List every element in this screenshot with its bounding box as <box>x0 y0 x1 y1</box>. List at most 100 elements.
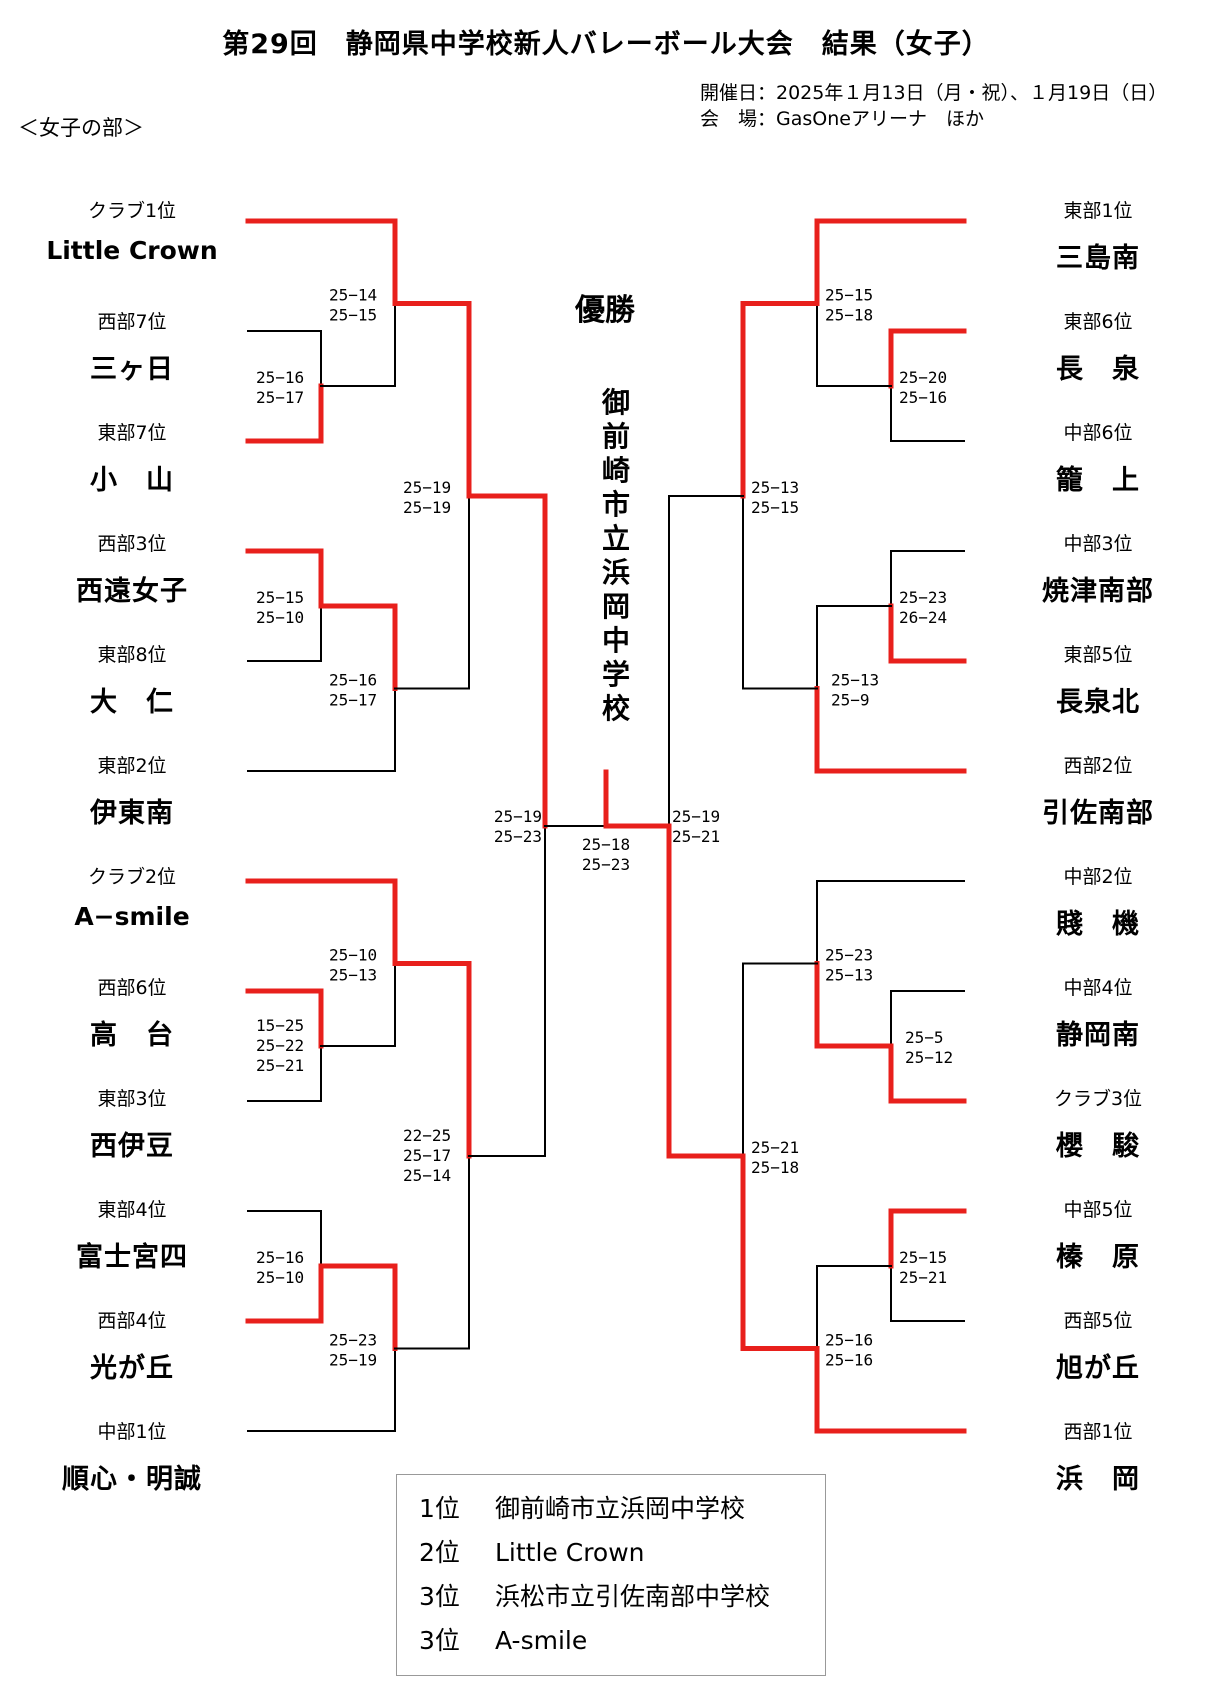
match-score: 25−16 <box>825 1331 873 1350</box>
left-team-seed: 東部4位 <box>97 1199 167 1221</box>
left-team-name: Little Crown <box>46 236 218 265</box>
match-score: 25−20 <box>899 368 947 387</box>
match-score: 25−15 <box>899 1248 947 1267</box>
match-score: 25−18 <box>751 1158 799 1177</box>
match-score: 25−17 <box>256 388 304 407</box>
right-team-seed: 東部1位 <box>1063 200 1133 222</box>
right-qf1-loser-line <box>742 495 818 690</box>
match-score: 25−14 <box>329 286 377 305</box>
right-sf-loser-line <box>668 495 744 827</box>
left-r1a-winner-line <box>245 383 324 444</box>
left-r1d-loser-line <box>247 1210 322 1267</box>
event-date: 開催日：2025年１月13日（月・祝）、１月19日（日） <box>700 82 1168 104</box>
right-r1c-loser-line <box>890 990 965 1047</box>
right-team-name: 長泉北 <box>1056 687 1140 718</box>
match-score: 25−23 <box>582 855 630 874</box>
right-team-seed: クラブ3位 <box>1053 1088 1143 1110</box>
page-title: 第29回 静岡県中学校新人バレーボール大会 結果（女子） <box>222 29 990 60</box>
right-qf1-winner-line <box>740 301 820 499</box>
right-qf2-winner-line <box>740 1153 820 1351</box>
standing-rank: 3位 <box>419 1626 460 1655</box>
match-score: 25−15 <box>329 306 377 325</box>
right-team-name: 長 泉 <box>1056 354 1140 385</box>
left-r2d-loser-line <box>320 1347 396 1432</box>
right-team-name: 賤 機 <box>1056 909 1140 940</box>
match-score: 25−17 <box>403 1146 451 1165</box>
section-label: ＜女子の部＞ <box>18 116 144 140</box>
right-team-seed: 中部2位 <box>1063 866 1133 888</box>
match-score: 25−5 <box>905 1028 944 1047</box>
left-team-seed: 東部8位 <box>97 644 167 666</box>
right-r2a-loser-line <box>816 302 892 387</box>
standing-rank: 2位 <box>419 1538 460 1567</box>
left-qf1-winner-line <box>392 301 472 499</box>
right-team-seed: 西部5位 <box>1063 1310 1133 1332</box>
right-qf2-loser-line <box>742 962 818 1157</box>
event-venue: 会 場：GasOneアリーナ ほか <box>700 108 984 130</box>
left-r2c-winner-line <box>318 878 398 966</box>
match-score: 25−18 <box>582 835 630 854</box>
right-r1c-winner-line <box>888 1043 967 1104</box>
match-score: 25−13 <box>825 966 873 985</box>
left-r1b-winner-line <box>245 548 324 609</box>
right-r1a-winner-line <box>888 328 967 389</box>
left-r2b-loser-line <box>320 687 396 772</box>
left-team-name: A−smile <box>74 902 190 931</box>
left-sf-loser-line <box>468 825 546 1157</box>
right-r2d-winner-line <box>814 1346 894 1434</box>
left-qf1-loser-line <box>394 495 470 690</box>
match-score: 25−16 <box>825 1351 873 1370</box>
right-r1b-loser-line <box>890 550 965 607</box>
standing-rank: 1位 <box>419 1494 460 1523</box>
right-team-name: 浜 岡 <box>1056 1464 1140 1495</box>
left-team-seed: 東部7位 <box>97 422 167 444</box>
match-score: 25−19 <box>403 478 451 497</box>
left-r1c-loser-line <box>247 1045 322 1102</box>
left-team-seed: クラブ2位 <box>87 866 177 888</box>
left-r2a-loser-line <box>320 302 396 387</box>
left-team-name: 高 台 <box>90 1020 174 1051</box>
left-r2c-loser-line <box>320 962 396 1047</box>
match-score: 25−19 <box>672 807 720 826</box>
left-r1a-loser-line <box>247 330 322 387</box>
standing-team: 浜松市立引佐南部中学校 <box>495 1582 771 1611</box>
left-team-seed: 東部2位 <box>97 755 167 777</box>
match-score: 25−21 <box>899 1268 947 1287</box>
match-score: 25−18 <box>825 306 873 325</box>
match-score: 25−10 <box>256 1268 304 1287</box>
left-team-seed: クラブ1位 <box>87 200 177 222</box>
match-score: 25−19 <box>403 498 451 517</box>
match-score: 25−17 <box>329 691 377 710</box>
match-score: 25−23 <box>899 588 947 607</box>
match-score: 25−14 <box>403 1166 451 1185</box>
left-team-name: 小 山 <box>90 465 174 496</box>
standing-team: A-smile <box>495 1626 588 1655</box>
left-team-name: 西伊豆 <box>90 1131 174 1162</box>
match-score: 25−9 <box>831 691 870 710</box>
right-team-seed: 東部5位 <box>1063 644 1133 666</box>
standing-row: 3位浜松市立引佐南部中学校 <box>419 1577 770 1613</box>
match-score: 25−23 <box>329 1331 377 1350</box>
match-score: 25−21 <box>672 827 720 846</box>
left-team-name: 西遠女子 <box>76 576 188 607</box>
left-team-seed: 西部4位 <box>97 1310 167 1332</box>
left-r1c-winner-line <box>245 988 324 1049</box>
right-team-seed: 西部1位 <box>1063 1421 1133 1443</box>
standing-team: 御前崎市立浜岡中学校 <box>495 1494 746 1523</box>
champion-name-vertical: 御前崎市立浜岡中学校 <box>601 386 630 725</box>
right-team-name: 榛 原 <box>1056 1242 1140 1273</box>
match-score: 25−13 <box>329 966 377 985</box>
left-qf2-loser-line <box>394 1155 470 1350</box>
match-score: 25−15 <box>256 588 304 607</box>
right-r2d-loser-line <box>816 1265 892 1350</box>
right-r2c-winner-line <box>814 961 894 1049</box>
standing-row: 1位 御前崎市立浜岡中学校 <box>419 1489 745 1525</box>
left-team-name: 光が丘 <box>90 1353 174 1384</box>
right-team-name: 籠 上 <box>1056 465 1140 496</box>
match-score: 15−25 <box>256 1016 304 1035</box>
left-r2d-winner-line <box>318 1263 398 1351</box>
right-r2c-loser-line <box>816 880 892 965</box>
left-qf2-winner-line <box>392 961 472 1159</box>
left-r2a-winner-line <box>318 218 398 306</box>
